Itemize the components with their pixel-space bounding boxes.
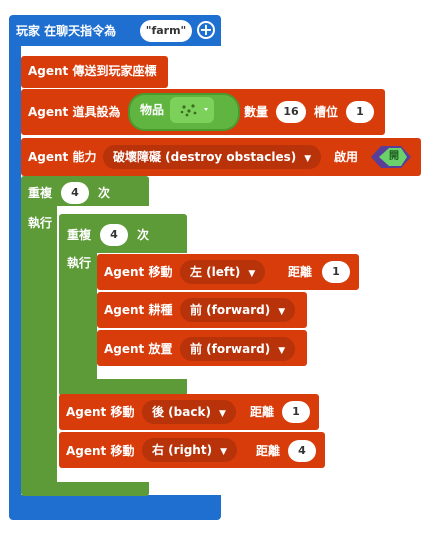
amount-value: 16 [283,105,299,118]
amount-label: 數量 [244,105,269,119]
slot-value: 1 [356,105,364,118]
outer-repeat-label: 重複 [28,186,53,200]
move-right-distance-input[interactable]: 4 [288,440,316,462]
till-label: Agent 耕種 [104,303,173,317]
move-left-direction-dropdown[interactable]: 左 (left) ▼ [180,260,266,284]
item-slot[interactable]: 物品 [128,93,240,131]
outer-repeat-count-value: 4 [71,186,79,199]
move-back-direction: 後 (back) [152,405,211,419]
item-label: 物品 [140,103,165,117]
till-direction: 前 (forward) [190,303,271,317]
move-back-distance-input[interactable]: 1 [282,401,310,423]
move-right-direction-dropdown[interactable]: 右 (right) ▼ [142,438,237,462]
chevron-down-icon: ▼ [218,409,226,419]
move-left-dist-label: 距離 [288,265,313,279]
command-input[interactable]: "farm" [140,20,192,42]
amount-input[interactable]: 16 [276,101,306,123]
place-direction-dropdown[interactable]: 前 (forward) ▼ [180,337,296,361]
move-right-direction: 右 (right) [152,443,213,457]
plus-circle-icon[interactable]: + [197,21,215,39]
outer-repeat-times: 次 [98,186,111,200]
toggle-label: 開 [389,151,399,162]
place-label: Agent 放置 [104,342,173,356]
agent-teleport-label: Agent 傳送到玩家座標 [28,64,157,78]
chevron-down-icon: ▼ [278,307,286,317]
ability-dropdown[interactable]: 破壞障礙 (destroy obstacles) ▼ [103,145,322,169]
move-back-direction-dropdown[interactable]: 後 (back) ▼ [142,400,236,424]
agent-teleport-block[interactable] [21,56,168,88]
chevron-down-icon: ▼ [248,269,256,279]
outer-repeat-do: 執行 [28,216,53,230]
move-back-dist-label: 距離 [250,405,275,419]
outer-repeat-count[interactable]: 4 [61,182,89,204]
chat-command-label: 玩家 在聊天指令為 [16,24,117,38]
slot-label: 槽位 [314,105,339,119]
move-back-label: Agent 移動 [66,405,135,419]
chevron-down-icon: ▼ [304,154,312,164]
move-right-label: Agent 移動 [66,444,135,458]
ability-value: 破壞障礙 (destroy obstacles) [113,150,297,164]
slot-input[interactable]: 1 [346,101,374,123]
move-left-distance-input[interactable]: 1 [322,261,350,283]
move-left-distance: 1 [332,265,340,278]
agent-ability-label: Agent 能力 [28,150,97,164]
toggle-switch[interactable]: 開 [367,144,415,170]
move-left-label: Agent 移動 [104,265,173,279]
agent-set-item-label: Agent 道具設為 [28,105,121,119]
command-text: "farm" [145,24,187,37]
inner-repeat-label: 重複 [67,228,92,242]
till-direction-dropdown[interactable]: 前 (forward) ▼ [180,298,296,322]
place-direction: 前 (forward) [190,342,271,356]
move-right-dist-label: 距離 [256,444,281,458]
enable-label: 啟用 [334,150,359,164]
inner-repeat-do: 執行 [67,256,92,270]
inner-repeat-count[interactable]: 4 [100,224,128,246]
chevron-down-icon: ▼ [220,447,227,457]
move-back-distance: 1 [292,405,300,418]
move-left-direction: 左 (left) [190,265,241,279]
wheat-seeds-icon[interactable] [170,97,214,123]
inner-repeat-count-value: 4 [110,228,118,241]
move-right-distance: 4 [298,444,306,457]
inner-repeat-times: 次 [137,228,150,242]
chevron-down-icon: ▼ [278,346,286,356]
